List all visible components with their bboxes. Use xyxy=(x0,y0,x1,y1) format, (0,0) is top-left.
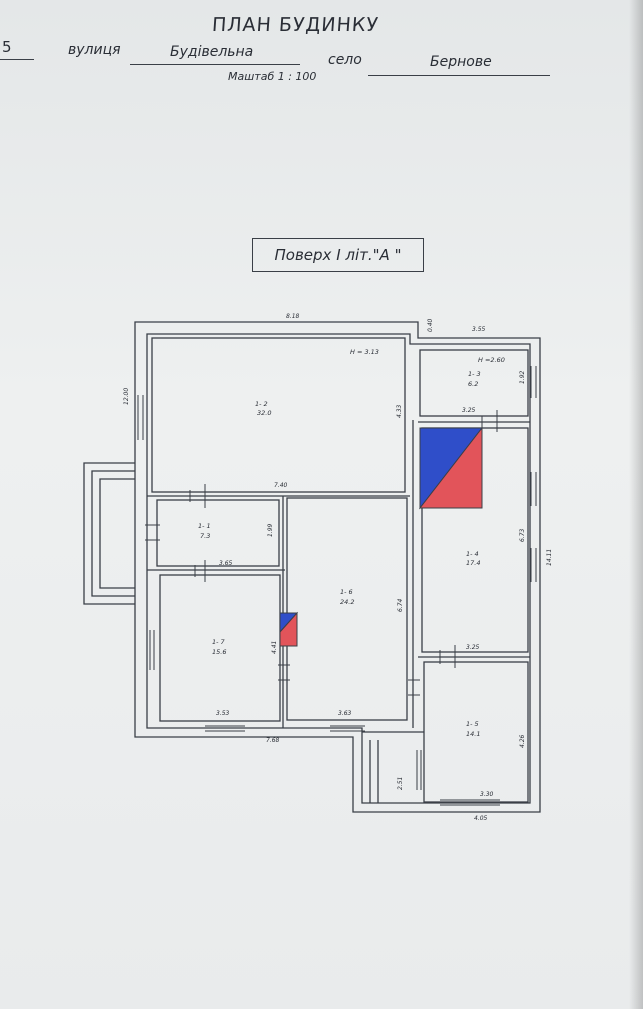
dim-porch-height: 2.51 xyxy=(397,777,404,790)
dim-r7-height: 4.41 xyxy=(271,641,278,654)
scale-label: Маштаб 1 : 100 xyxy=(228,70,317,83)
dim-r1-height: 1.99 xyxy=(267,523,274,537)
floor-label-box: Поверх I літ."А " xyxy=(252,238,424,272)
stove-small xyxy=(279,611,299,647)
room-3-area: 6.2 xyxy=(468,380,478,388)
room-2-id: 1- 2 xyxy=(255,400,268,408)
dim-r4-height: 6.73 xyxy=(519,528,526,542)
dim-bottom-left: 7.68 xyxy=(266,737,280,744)
dim-top-right: 3.55 xyxy=(472,326,486,333)
dim-right-outer: 14.11 xyxy=(546,549,553,566)
dim-r2-height: 4.33 xyxy=(396,404,403,418)
porch xyxy=(83,462,135,605)
room-2-area: 32.0 xyxy=(257,409,271,417)
room-6-id: 1- 6 xyxy=(340,588,353,596)
dim-r5-width: 3.30 xyxy=(480,791,494,798)
room-2-height: H = 3.13 xyxy=(350,348,379,356)
dim-top-gap: 0.40 xyxy=(427,318,434,332)
dim-r4-width: 3.25 xyxy=(466,644,480,651)
outer-wall-inner xyxy=(146,333,531,804)
room-5-id: 1- 5 xyxy=(466,720,479,728)
village-value: Бернове xyxy=(430,54,492,70)
dim-r6-height: 6.74 xyxy=(397,598,404,612)
dim-r3-width: 3.25 xyxy=(462,407,476,414)
underline xyxy=(130,64,300,65)
room-2-outline xyxy=(151,337,406,493)
room-3-outline xyxy=(419,349,529,417)
dim-r3-height: 1.92 xyxy=(519,370,526,384)
room-1-area: 7.3 xyxy=(200,532,210,540)
stove-large xyxy=(418,426,484,510)
dim-r2-width: 7.40 xyxy=(274,482,288,489)
dim-top-left: 8.18 xyxy=(286,313,300,320)
room-4-area: 17.4 xyxy=(466,559,480,567)
porch-inner2 xyxy=(99,478,135,589)
underline xyxy=(0,59,34,60)
window-marks xyxy=(137,366,537,806)
room-1-outline xyxy=(156,499,280,567)
dim-r7-width: 3.53 xyxy=(216,710,230,717)
dim-r5-height: 4.26 xyxy=(519,734,526,748)
room-3-id: 1- 3 xyxy=(468,370,481,378)
street-label: вулиця xyxy=(68,42,121,58)
porch-inner xyxy=(91,470,135,597)
village-label: село xyxy=(328,52,362,68)
house-number: 5 xyxy=(2,38,12,56)
room-7-outline xyxy=(159,574,281,722)
room-5-area: 14.1 xyxy=(466,730,480,738)
room-7-area: 15.6 xyxy=(212,648,226,656)
floor-label: Поверх I літ."А " xyxy=(274,246,402,264)
dim-r1-width: 3.65 xyxy=(219,560,233,567)
room-6-area: 24.2 xyxy=(340,598,354,606)
street-value: Будівельна xyxy=(170,44,254,60)
room-4-id: 1- 4 xyxy=(466,550,479,558)
page-edge-shadow xyxy=(629,0,643,1009)
dim-left-outer: 12.00 xyxy=(123,388,130,405)
room-7-id: 1- 7 xyxy=(212,638,226,646)
room-3-height: H =2.60 xyxy=(478,356,505,364)
dim-r6-width: 3.63 xyxy=(338,710,352,717)
dim-bottom-right: 4.05 xyxy=(474,815,488,822)
outer-wall xyxy=(134,321,541,813)
underline xyxy=(368,75,550,76)
room-6-outline xyxy=(286,497,408,721)
door-marks xyxy=(145,410,498,696)
room-1-id: 1- 1 xyxy=(198,522,211,530)
